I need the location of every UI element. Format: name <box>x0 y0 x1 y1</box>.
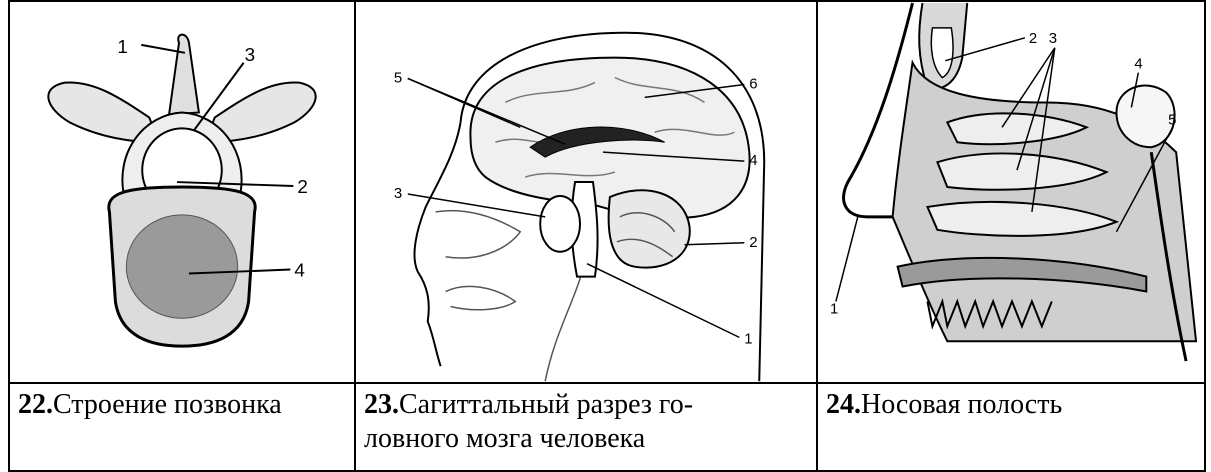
caption-row: 22.Строение позвонка 23.Сагиттальный раз… <box>9 383 1205 471</box>
brain-caption: 23.Сагиттальный разрез го- ловного мозга… <box>355 383 817 471</box>
vertebra-label-4: 4 <box>294 261 304 282</box>
nasal-label-3: 3 <box>1049 30 1057 47</box>
nasal-cavity-caption: 24.Носовая полость <box>817 383 1205 471</box>
vertebra-cell: 1 3 2 4 <box>9 1 355 383</box>
brain-caption-line-1: 23.Сагиттальный разрез го- <box>364 388 810 422</box>
nasal-cavity-cell: 1 2 3 4 5 <box>817 1 1205 383</box>
nasal-label-1: 1 <box>830 300 838 317</box>
brain-label-1: 1 <box>744 330 752 347</box>
brain-caption-text-1: Сагиттальный разрез го- <box>399 389 693 420</box>
brain-label-3: 3 <box>394 185 402 202</box>
nasal-cavity-illustration: 1 2 3 4 5 <box>818 2 1204 382</box>
brain-label-6: 6 <box>749 75 757 92</box>
vertebra-caption-number: 22. <box>18 389 53 420</box>
illustration-row: 1 3 2 4 <box>9 1 1205 383</box>
nasal-caption-number: 24. <box>826 389 861 420</box>
vertebra-illustration: 1 3 2 4 <box>10 2 354 382</box>
vertebra-caption-text: Строение позвонка <box>53 389 282 420</box>
nasal-label-2: 2 <box>1029 30 1037 47</box>
brain-illustration: 5 6 4 3 2 1 <box>356 2 816 382</box>
vertebra-label-2: 2 <box>297 177 308 198</box>
vertebra-caption: 22.Строение позвонка <box>9 383 355 471</box>
vertebra-label-3: 3 <box>245 45 256 66</box>
brain-caption-number: 23. <box>364 389 399 420</box>
nasal-label-5: 5 <box>1168 111 1176 128</box>
vertebra-label-1: 1 <box>117 37 128 58</box>
nasal-caption-text: Носовая полость <box>861 389 1062 420</box>
brain-caption-line-2: ловного мозга человека <box>364 422 810 456</box>
brain-label-4: 4 <box>749 152 757 169</box>
brain-cell: 5 6 4 3 2 1 <box>355 1 817 383</box>
figure-table: 1 3 2 4 <box>8 0 1206 472</box>
brain-label-2: 2 <box>749 234 757 251</box>
brain-label-5: 5 <box>394 69 402 86</box>
nasal-label-4: 4 <box>1134 56 1142 73</box>
